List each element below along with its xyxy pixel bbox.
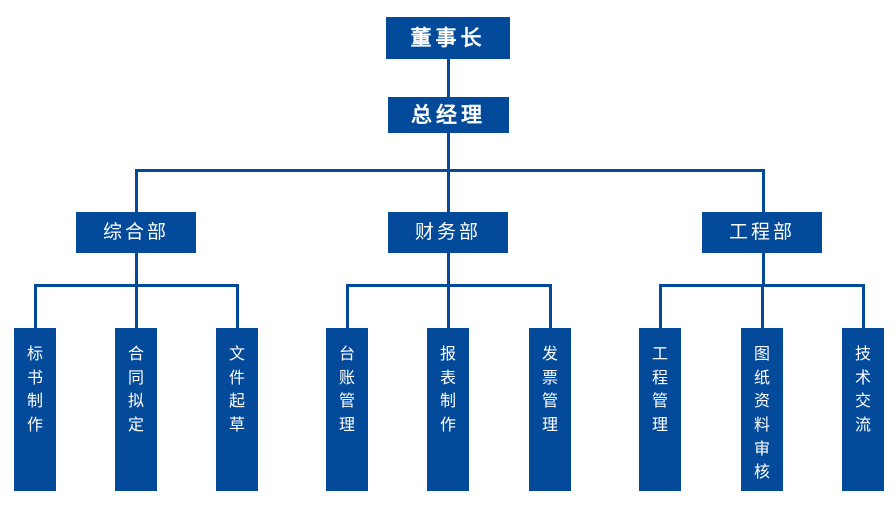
node-department-finance[interactable]: 财务部 — [388, 212, 508, 253]
vertical-label-char: 管 — [338, 391, 355, 411]
vertical-label-char: 料 — [753, 415, 770, 435]
vertical-label-char: 起 — [228, 391, 245, 411]
node-department-engineering[interactable]: 工程部 — [702, 212, 822, 253]
connector-leaf-1-1 — [34, 284, 37, 328]
connector-bus-to-dept-1 — [135, 169, 138, 212]
vertical-label-char: 理 — [338, 415, 355, 435]
vertical-label: 合同拟定 — [115, 342, 157, 437]
connector-dept-3-down — [762, 252, 765, 285]
vertical-label: 文件起草 — [216, 342, 258, 437]
connector-leaf-3-1 — [659, 284, 662, 328]
vertical-label-char: 管 — [541, 391, 558, 411]
vertical-label-char: 流 — [854, 415, 871, 435]
vertical-label-char: 定 — [127, 415, 144, 435]
node-general-manager[interactable]: 总经理 — [388, 97, 509, 133]
vertical-label-char: 术 — [854, 367, 871, 387]
vertical-label: 报表制作 — [427, 342, 469, 437]
vertical-label-char: 理 — [541, 415, 558, 435]
node-task-report-preparation[interactable]: 报表制作 — [427, 328, 469, 491]
connector-root-to-gm — [447, 58, 450, 98]
bus-level2 — [136, 169, 765, 172]
connector-leaf-2-1 — [346, 284, 349, 328]
vertical-label-char: 表 — [439, 367, 456, 387]
vertical-label-char: 纸 — [753, 367, 770, 387]
vertical-label-char: 合 — [127, 344, 144, 363]
connector-gm-down — [447, 132, 450, 172]
vertical-label: 标书制作 — [14, 342, 56, 437]
vertical-label-char: 技 — [854, 344, 871, 363]
vertical-label-char: 草 — [228, 415, 245, 435]
vertical-label: 工程管理 — [639, 342, 681, 437]
vertical-label-char: 管 — [651, 391, 668, 411]
node-task-project-management[interactable]: 工程管理 — [639, 328, 681, 491]
connector-leaf-1-3 — [236, 284, 239, 328]
connector-leaf-2-3 — [549, 284, 552, 328]
vertical-label-char: 审 — [753, 438, 770, 458]
vertical-label-char: 程 — [651, 367, 668, 387]
vertical-label-char: 制 — [26, 391, 43, 411]
connector-dept-2-down — [447, 252, 450, 285]
connector-dept-1-down — [135, 252, 138, 285]
vertical-label-char: 核 — [753, 462, 770, 482]
vertical-label-char: 理 — [651, 415, 668, 435]
vertical-label-char: 拟 — [127, 391, 144, 411]
vertical-label-char: 票 — [541, 367, 558, 387]
vertical-label-char: 资 — [753, 391, 770, 411]
node-task-ledger-management[interactable]: 台账管理 — [326, 328, 368, 491]
connector-leaf-1-2 — [135, 284, 138, 328]
vertical-label-char: 作 — [26, 415, 43, 435]
vertical-label: 技术交流 — [842, 342, 884, 437]
vertical-label-char: 报 — [439, 344, 456, 363]
node-task-contract-drafting[interactable]: 合同拟定 — [115, 328, 157, 491]
node-task-document-drafting[interactable]: 文件起草 — [216, 328, 258, 491]
vertical-label-char: 作 — [439, 415, 456, 435]
vertical-label-char: 件 — [228, 367, 245, 387]
node-task-bid-document[interactable]: 标书制作 — [14, 328, 56, 491]
vertical-label-char: 制 — [439, 391, 456, 411]
vertical-label-char: 交 — [854, 391, 871, 411]
node-task-drawing-review[interactable]: 图纸资料审核 — [741, 328, 783, 491]
connector-bus-to-dept-2 — [447, 169, 450, 212]
node-department-general-affairs[interactable]: 综合部 — [76, 212, 196, 253]
vertical-label: 台账管理 — [326, 342, 368, 437]
vertical-label-char: 文 — [228, 344, 245, 363]
vertical-label-char: 标 — [26, 344, 43, 363]
connector-leaf-2-2 — [447, 284, 450, 328]
vertical-label-char: 图 — [753, 344, 770, 363]
connector-leaf-3-3 — [862, 284, 865, 328]
node-task-invoice-management[interactable]: 发票管理 — [529, 328, 571, 491]
vertical-label-char: 发 — [541, 344, 558, 363]
vertical-label-char: 书 — [26, 367, 43, 387]
vertical-label-char: 同 — [127, 367, 144, 387]
vertical-label-char: 工 — [651, 344, 668, 363]
vertical-label-char: 台 — [338, 344, 355, 363]
node-chairman[interactable]: 董事长 — [386, 17, 510, 59]
vertical-label: 图纸资料审核 — [741, 342, 783, 484]
vertical-label: 发票管理 — [529, 342, 571, 437]
connector-bus-to-dept-3 — [762, 169, 765, 212]
node-task-technical-exchange[interactable]: 技术交流 — [842, 328, 884, 491]
vertical-label-char: 账 — [338, 367, 355, 387]
connector-leaf-3-2 — [761, 284, 764, 328]
